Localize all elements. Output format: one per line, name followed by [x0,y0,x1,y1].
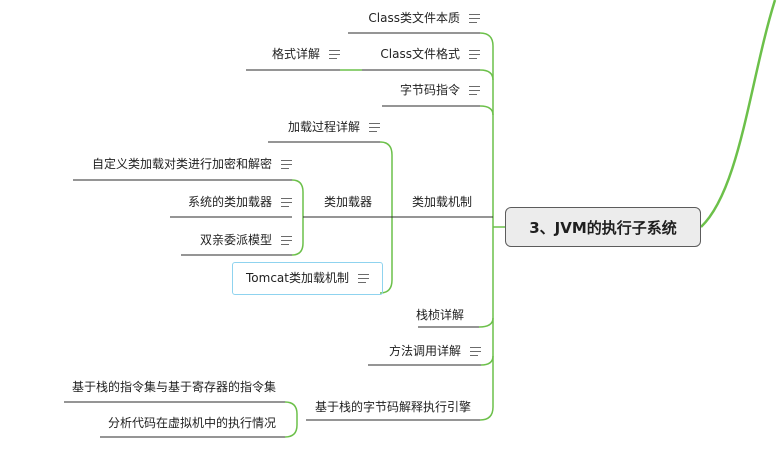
node-label: 字节码指令 [399,83,460,97]
node-label: 格式详解 [271,47,320,61]
note-icon[interactable] [469,85,480,95]
node-label: 基于栈的字节码解释执行引擎 [314,400,471,414]
node-stack-engine[interactable]: 基于栈的字节码解释执行引擎 [306,397,480,417]
node-method-call[interactable]: 方法调用详解 [360,341,481,361]
node-label: 分析代码在虚拟机中的执行情况 [108,416,277,430]
node-bytecode-instr[interactable]: 字节码指令 [370,80,480,100]
node-label: 基于栈的指令集与基于寄存器的指令集 [72,380,277,394]
node-parent-delegation[interactable]: 双亲委派模型 [178,230,292,250]
node-label: 加载过程详解 [287,120,360,134]
node-label: Class文件格式 [380,47,460,61]
node-class-loader[interactable]: 类加载器 [306,192,390,212]
note-icon[interactable] [329,49,340,59]
note-icon[interactable] [469,13,480,23]
node-stack-vs-register[interactable]: 基于栈的指令集与基于寄存器的指令集 [64,377,285,397]
selection-highlight [232,262,383,295]
node-label: Tomcat类加载机制 [246,271,349,285]
node-class-essence[interactable]: Class类文件本质 [340,8,480,28]
note-icon[interactable] [470,346,481,356]
node-label: 双亲委派模型 [199,233,272,247]
node-label: 系统的类加载器 [187,195,272,209]
note-icon[interactable] [281,235,292,245]
node-label: 类加载机制 [412,195,473,209]
node-class-format[interactable]: Class文件格式 [350,44,480,64]
node-custom-loader[interactable]: 自定义类加载对类进行加密和解密 [70,154,292,174]
node-label: 栈桢详解 [415,308,464,322]
node-label: 自定义类加载对类进行加密和解密 [91,157,272,171]
node-label: 方法调用详解 [388,344,461,358]
node-stack-frame[interactable]: 栈桢详解 [410,305,479,325]
central-topic-label: 3、JVM的执行子系统 [529,218,677,237]
node-label: Class类文件本质 [368,11,460,25]
central-topic[interactable]: 3、JVM的执行子系统 [505,207,701,247]
note-icon[interactable] [358,273,369,283]
node-tomcat-loader[interactable]: Tomcat类加载机制 [240,268,369,288]
node-system-loader[interactable]: 系统的类加载器 [165,192,292,212]
note-icon[interactable] [369,122,380,132]
note-icon[interactable] [469,49,480,59]
node-loading-detail[interactable]: 加载过程详解 [260,117,380,137]
note-icon[interactable] [281,197,292,207]
note-icon[interactable] [281,159,292,169]
node-label: 类加载器 [323,195,372,209]
node-format-detail[interactable]: 格式详解 [240,44,340,64]
node-loading-mech[interactable]: 类加载机制 [395,192,490,212]
node-analyze-code[interactable]: 分析代码在虚拟机中的执行情况 [100,413,285,433]
